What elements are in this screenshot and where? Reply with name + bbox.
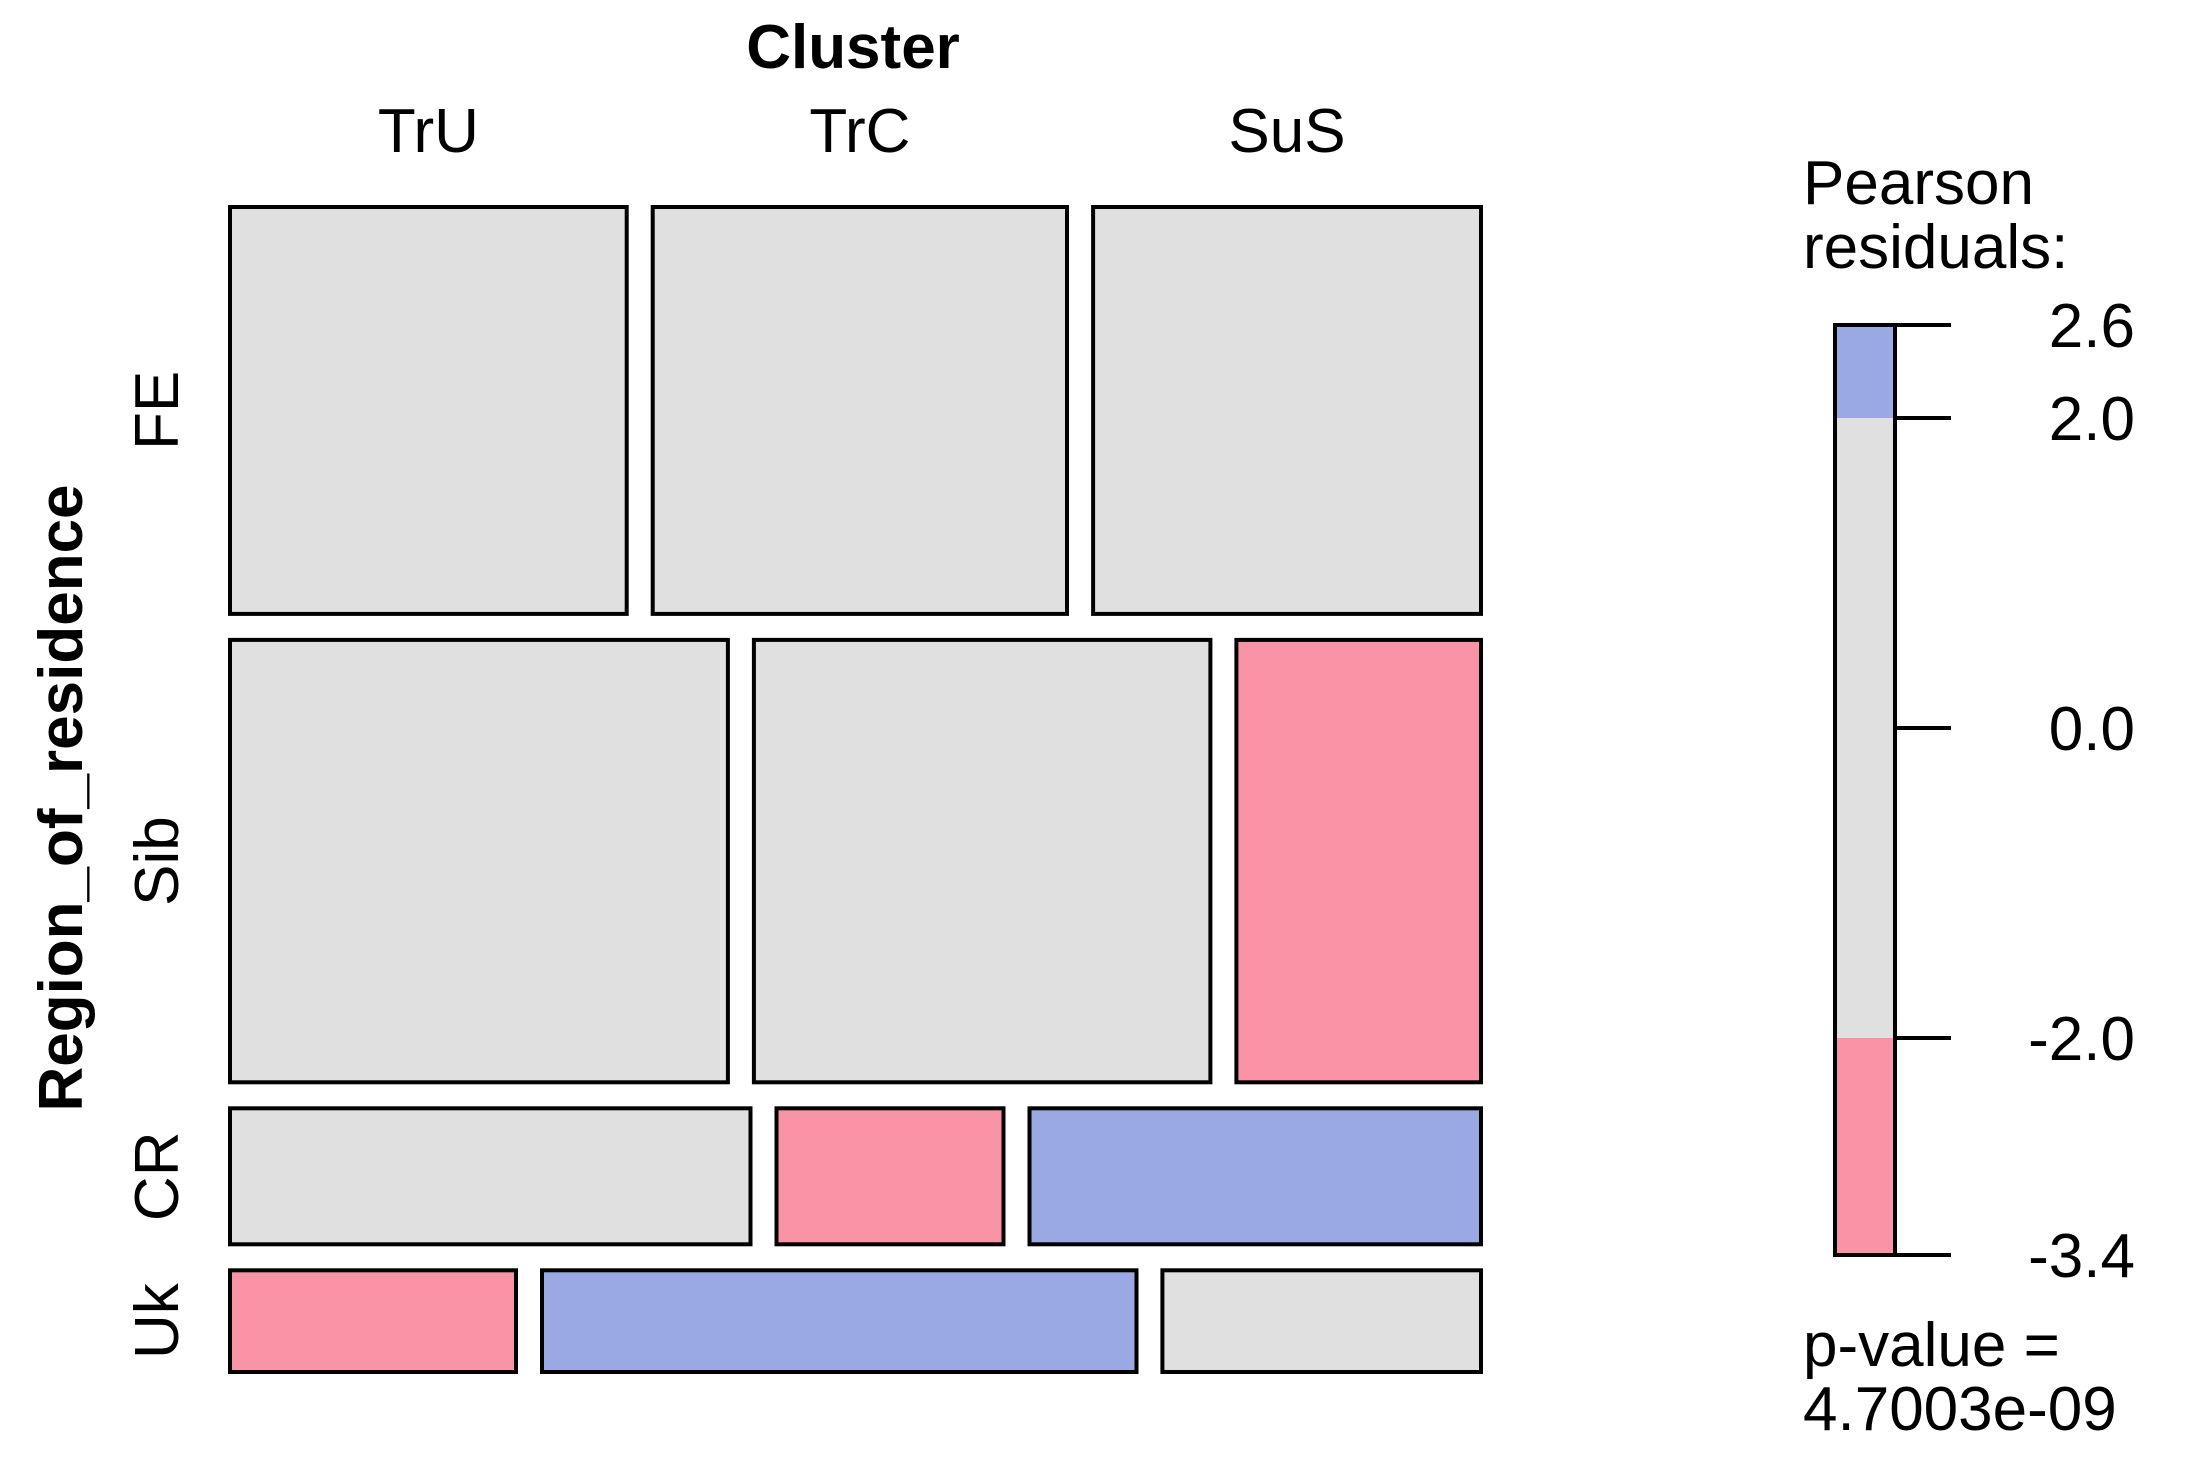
- legend-color-bar: [1833, 323, 1897, 1257]
- legend-tick-label: 0.0: [2049, 695, 2135, 764]
- column-label-sus: SuS: [1228, 97, 1345, 166]
- tile-cr-trc: [774, 1106, 1006, 1247]
- legend-tick-label: -2.0: [2028, 1005, 2135, 1074]
- legend-tick-label: 2.0: [2049, 385, 2135, 454]
- row-label-uk: Uk: [123, 1282, 192, 1359]
- tile-sib-sus: [1234, 637, 1484, 1085]
- legend-band-positive: [1835, 325, 1895, 418]
- legend: Pearson residuals: 2.6 2.0 0.0 -2.0 -3.4 p-v…: [1803, 149, 2135, 1444]
- legend-title-line2: residuals:: [1803, 213, 2068, 282]
- tile-uk-sus: [1160, 1268, 1484, 1375]
- tile-sib-trc: [751, 637, 1213, 1085]
- row-label-cr: CR: [123, 1132, 192, 1222]
- tile-fe-trc: [650, 205, 1069, 616]
- tile-fe-tru: [228, 205, 629, 616]
- mosaic-tiles: [228, 205, 1484, 1375]
- column-label-tru: TrU: [378, 97, 479, 166]
- legend-ticks: 2.6 2.0 0.0 -2.0 -3.4: [1895, 292, 2135, 1291]
- legend-title-line1: Pearson: [1803, 149, 2034, 218]
- legend-tick-label: -3.4: [2028, 1222, 2135, 1291]
- legend-band-negative: [1835, 1038, 1895, 1255]
- legend-band-neutral: [1835, 418, 1895, 1038]
- row-label-fe: FE: [123, 371, 192, 450]
- column-variable-title: Cluster: [746, 13, 960, 82]
- pvalue-label: p-value =: [1803, 1311, 2060, 1380]
- row-label-sib: Sib: [123, 816, 192, 906]
- row-variable-title: Region_of_residence: [27, 484, 96, 1111]
- tile-cr-tru: [228, 1106, 753, 1247]
- tile-uk-trc: [540, 1268, 1139, 1375]
- tile-sib-tru: [228, 637, 730, 1085]
- legend-tick-label: 2.6: [2049, 292, 2135, 361]
- pvalue-value: 4.7003e-09: [1803, 1375, 2117, 1444]
- legend-bar-outline: [1833, 323, 1897, 1257]
- column-label-trc: TrC: [809, 97, 910, 166]
- tile-cr-sus: [1027, 1106, 1483, 1247]
- tile-fe-sus: [1091, 205, 1483, 616]
- tile-uk-tru: [228, 1268, 518, 1375]
- column-labels: TrU TrC SuS: [378, 97, 1346, 166]
